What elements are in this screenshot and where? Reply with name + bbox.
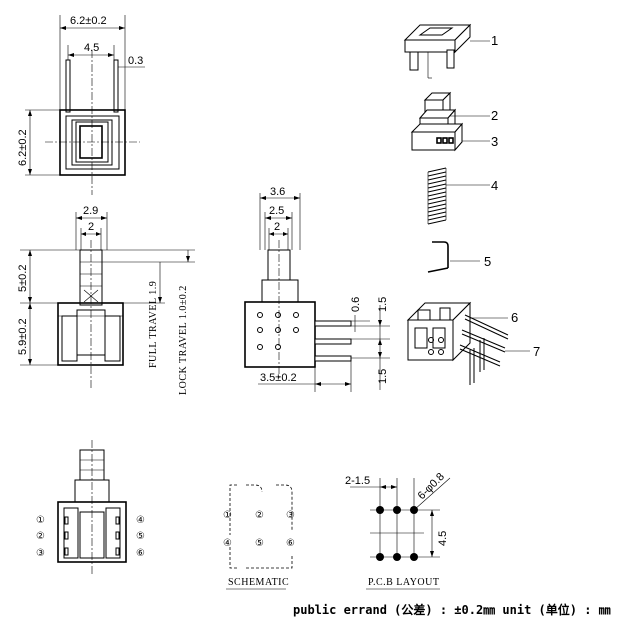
pcb-holes-dim: 6-φ0.8 — [416, 471, 447, 502]
part-label-6: 6 — [511, 310, 518, 325]
part-label-1: 1 — [491, 33, 498, 48]
bottom-view: ① ② ③ ④ ⑤ ⑥ — [36, 440, 145, 575]
schematic-node-6: ⑥ — [286, 538, 295, 549]
schematic-node-3: ③ — [286, 510, 295, 521]
body-height-dim: 5.9±0.2 — [17, 318, 29, 355]
top-view: 6.2±0.2 4.5 0.3 6.2±0.2 — [17, 15, 145, 195]
part-label-3: 3 — [491, 134, 498, 149]
exploded-view: 1 2 3 4 5 6 7 — [403, 23, 540, 385]
schematic-node-1: ① — [223, 510, 232, 521]
pin-spacing-dim: 4.5 — [84, 42, 99, 54]
bottom-pin-4: ④ — [136, 515, 145, 526]
schematic: ① ② ③ ④ ⑤ ⑥ SCHEMATIC — [223, 484, 295, 590]
part-label-4: 4 — [491, 178, 498, 193]
stem-outer-dim: 2.9 — [83, 205, 98, 217]
pcb-layout: 2-1.5 6-φ0.8 4.5 P.C.B LAYOUT — [345, 471, 451, 590]
bottom-pin-6: ⑥ — [136, 548, 145, 559]
pcb-pitch-dim: 2-1.5 — [345, 475, 370, 487]
full-travel-dim: FULL TRAVEL 1.9 — [148, 281, 159, 368]
schematic-node-5: ⑤ — [255, 538, 264, 549]
top-width-dim: 6.2±0.2 — [70, 15, 107, 27]
part-label-7: 7 — [533, 344, 540, 359]
lock-travel-dim: LOCK TRAVEL 1.0±0.2 — [178, 285, 189, 395]
part-label-5: 5 — [484, 254, 491, 269]
bottom-pin-5: ⑤ — [136, 531, 145, 542]
pin-width-dim: 0.6 — [350, 297, 362, 312]
pcb-row-spacing-dim: 4.5 — [437, 531, 449, 546]
part-label-2: 2 — [491, 108, 498, 123]
part-base-housing — [406, 301, 530, 385]
top-height-dim: 6.2±0.2 — [17, 129, 29, 166]
stem-height-dim: 5±0.2 — [17, 265, 29, 292]
pin-length-dim: 3.5±0.2 — [260, 372, 297, 384]
side-view: 3.6 2.5 2 0.6 — [244, 186, 390, 392]
pin-pitch-lower-dim: 1.5 — [377, 369, 389, 384]
schematic-node-4: ④ — [223, 538, 232, 549]
pin-pitch-upper-dim: 1.5 — [377, 297, 389, 312]
bottom-pin-1: ① — [36, 515, 45, 526]
side-top-inner-dim: 2 — [274, 221, 280, 233]
side-top-mid-dim: 2.5 — [269, 205, 284, 217]
pcb-label: P.C.B LAYOUT — [368, 577, 439, 588]
part-lock-pin — [427, 241, 480, 273]
stem-inner-dim: 2 — [88, 221, 94, 233]
part-plunger — [410, 91, 490, 152]
part-spring — [427, 167, 490, 225]
bottom-pin-2: ② — [36, 531, 45, 542]
front-view: 2.9 2 5±0.2 5.9±0.2 — [17, 205, 195, 395]
tolerance-footer: public errand (公差) : ±0.2㎜ unit (单位) : ㎜ — [293, 602, 611, 617]
pin-thickness-dim: 0.3 — [128, 55, 143, 67]
schematic-label: SCHEMATIC — [228, 577, 289, 588]
side-top-outer-dim: 3.6 — [270, 186, 285, 198]
schematic-node-2: ② — [255, 510, 264, 521]
bottom-pin-3: ③ — [36, 548, 45, 559]
part-cap-frame — [403, 23, 490, 79]
